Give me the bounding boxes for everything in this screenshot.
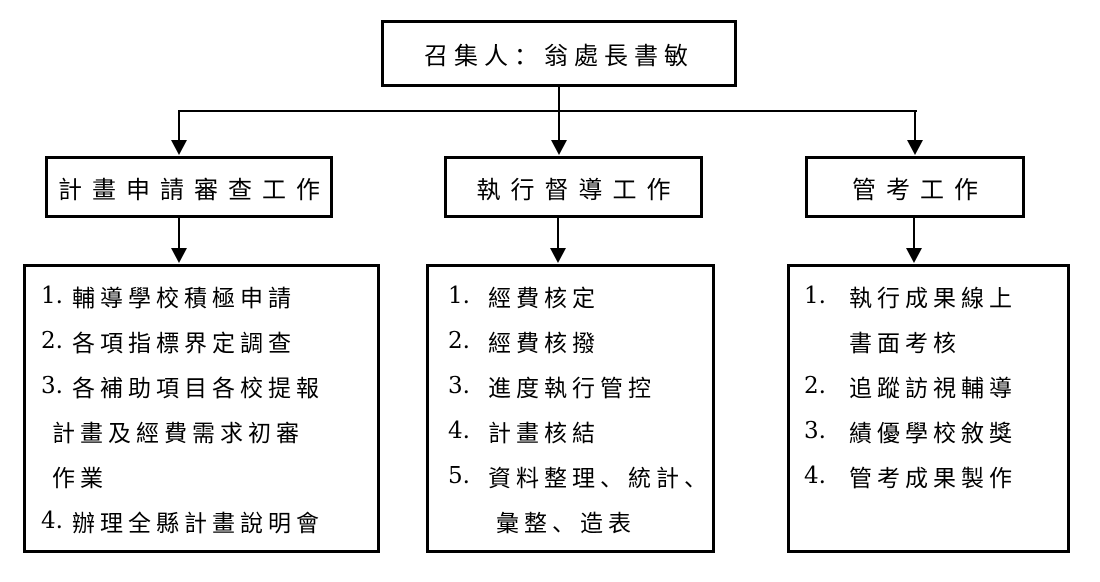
- arrowhead-tasks3-icon: [906, 248, 922, 263]
- task-text: 資料整理、統計、: [488, 465, 712, 492]
- task-text: 經費核定: [488, 285, 600, 312]
- task-number: 3.: [804, 417, 826, 444]
- task-text: 作業: [52, 465, 108, 492]
- task-text: 各補助項目各校提報: [72, 375, 324, 402]
- connector-drop-branch2: [558, 111, 560, 141]
- task-item: 3. 進度執行管控: [448, 363, 712, 408]
- task-text: 計畫及經費需求初審: [52, 420, 304, 447]
- branch-box-plan-review: 計畫申請審查工作: [45, 156, 333, 218]
- task-text: 經費核撥: [488, 330, 600, 357]
- task-number: 1.: [41, 282, 63, 309]
- connector-drop-tasks2: [557, 218, 559, 249]
- task-text: 追蹤訪視輔導: [849, 375, 1017, 402]
- task-item: 3. 績優學校敘獎: [804, 408, 1067, 453]
- task-text: 進度執行管控: [488, 375, 656, 402]
- task-text: 辦理全縣計畫說明會: [72, 510, 324, 537]
- task-number: 2.: [41, 327, 63, 354]
- task-number: 3.: [41, 372, 63, 399]
- task-item: 5. 資料整理、統計、: [448, 453, 712, 498]
- task-number: 5.: [448, 462, 470, 489]
- task-text: 輔導學校積極申請: [72, 285, 296, 312]
- connector-drop-branch1: [178, 111, 180, 141]
- connector-crossbar: [178, 110, 917, 112]
- task-item: 3. 各補助項目各校提報: [41, 363, 377, 408]
- task-item-continuation: 作業: [41, 453, 377, 498]
- task-number: 2.: [448, 327, 470, 354]
- task-list-evaluation: 1. 執行成果線上 書面考核 2. 追蹤訪視輔導 3. 績優學校敘獎 4. 管考…: [787, 264, 1070, 553]
- connector-drop-tasks1: [178, 218, 180, 249]
- arrowhead-branch2-icon: [551, 140, 567, 155]
- arrowhead-branch3-icon: [907, 140, 923, 155]
- convener-box: 召集人：翁處長書敏: [381, 20, 737, 87]
- task-item: 1. 輔導學校積極申請: [41, 273, 377, 318]
- task-text: 計畫核結: [488, 420, 600, 447]
- task-text: 績優學校敘獎: [849, 420, 1017, 447]
- branch-box-evaluation: 管考工作: [805, 156, 1025, 218]
- task-text: 管考成果製作: [849, 465, 1017, 492]
- task-item: 2. 經費核撥: [448, 318, 712, 363]
- task-item: 2. 追蹤訪視輔導: [804, 363, 1067, 408]
- task-item: 4. 辦理全縣計畫說明會: [41, 498, 377, 543]
- task-text: 書面考核: [849, 330, 961, 357]
- connector-root-stem: [558, 87, 560, 111]
- task-number: 1.: [448, 282, 470, 309]
- task-item-continuation: 計畫及經費需求初審: [41, 408, 377, 453]
- task-item: 1. 經費核定: [448, 273, 712, 318]
- connector-drop-tasks3: [913, 218, 915, 249]
- branch-label-plan-review: 計畫申請審查工作: [58, 175, 330, 204]
- task-item: 4. 計畫核結: [448, 408, 712, 453]
- task-number: 4.: [448, 417, 470, 444]
- task-number: 1.: [804, 282, 826, 309]
- branch-label-evaluation: 管考工作: [852, 175, 988, 204]
- branch-box-supervision: 執行督導工作: [444, 156, 703, 218]
- arrowhead-tasks1-icon: [171, 248, 187, 263]
- task-item: 4. 管考成果製作: [804, 453, 1067, 498]
- task-number: 4.: [804, 462, 826, 489]
- task-item-continuation: 書面考核: [804, 318, 1067, 363]
- arrowhead-branch1-icon: [171, 140, 187, 155]
- task-text: 各項指標界定調查: [72, 330, 296, 357]
- task-text: 彙整、造表: [496, 510, 636, 537]
- task-number: 4.: [41, 507, 63, 534]
- task-item: 1. 執行成果線上: [804, 273, 1067, 318]
- task-number: 2.: [804, 372, 826, 399]
- branch-label-supervision: 執行督導工作: [476, 175, 681, 204]
- connector-drop-branch3: [914, 111, 916, 141]
- task-list-plan-review: 1. 輔導學校積極申請 2. 各項指標界定調查 3. 各補助項目各校提報 計畫及…: [23, 264, 380, 553]
- task-text: 執行成果線上: [849, 285, 1017, 312]
- arrowhead-tasks2-icon: [550, 248, 566, 263]
- task-number: 3.: [448, 372, 470, 399]
- task-item: 2. 各項指標界定調查: [41, 318, 377, 363]
- task-list-supervision: 1. 經費核定 2. 經費核撥 3. 進度執行管控 4. 計畫核結 5. 資料整…: [426, 264, 715, 553]
- convener-label: 召集人：翁處長書敏: [424, 42, 694, 70]
- task-item-continuation: 彙整、造表: [448, 498, 712, 543]
